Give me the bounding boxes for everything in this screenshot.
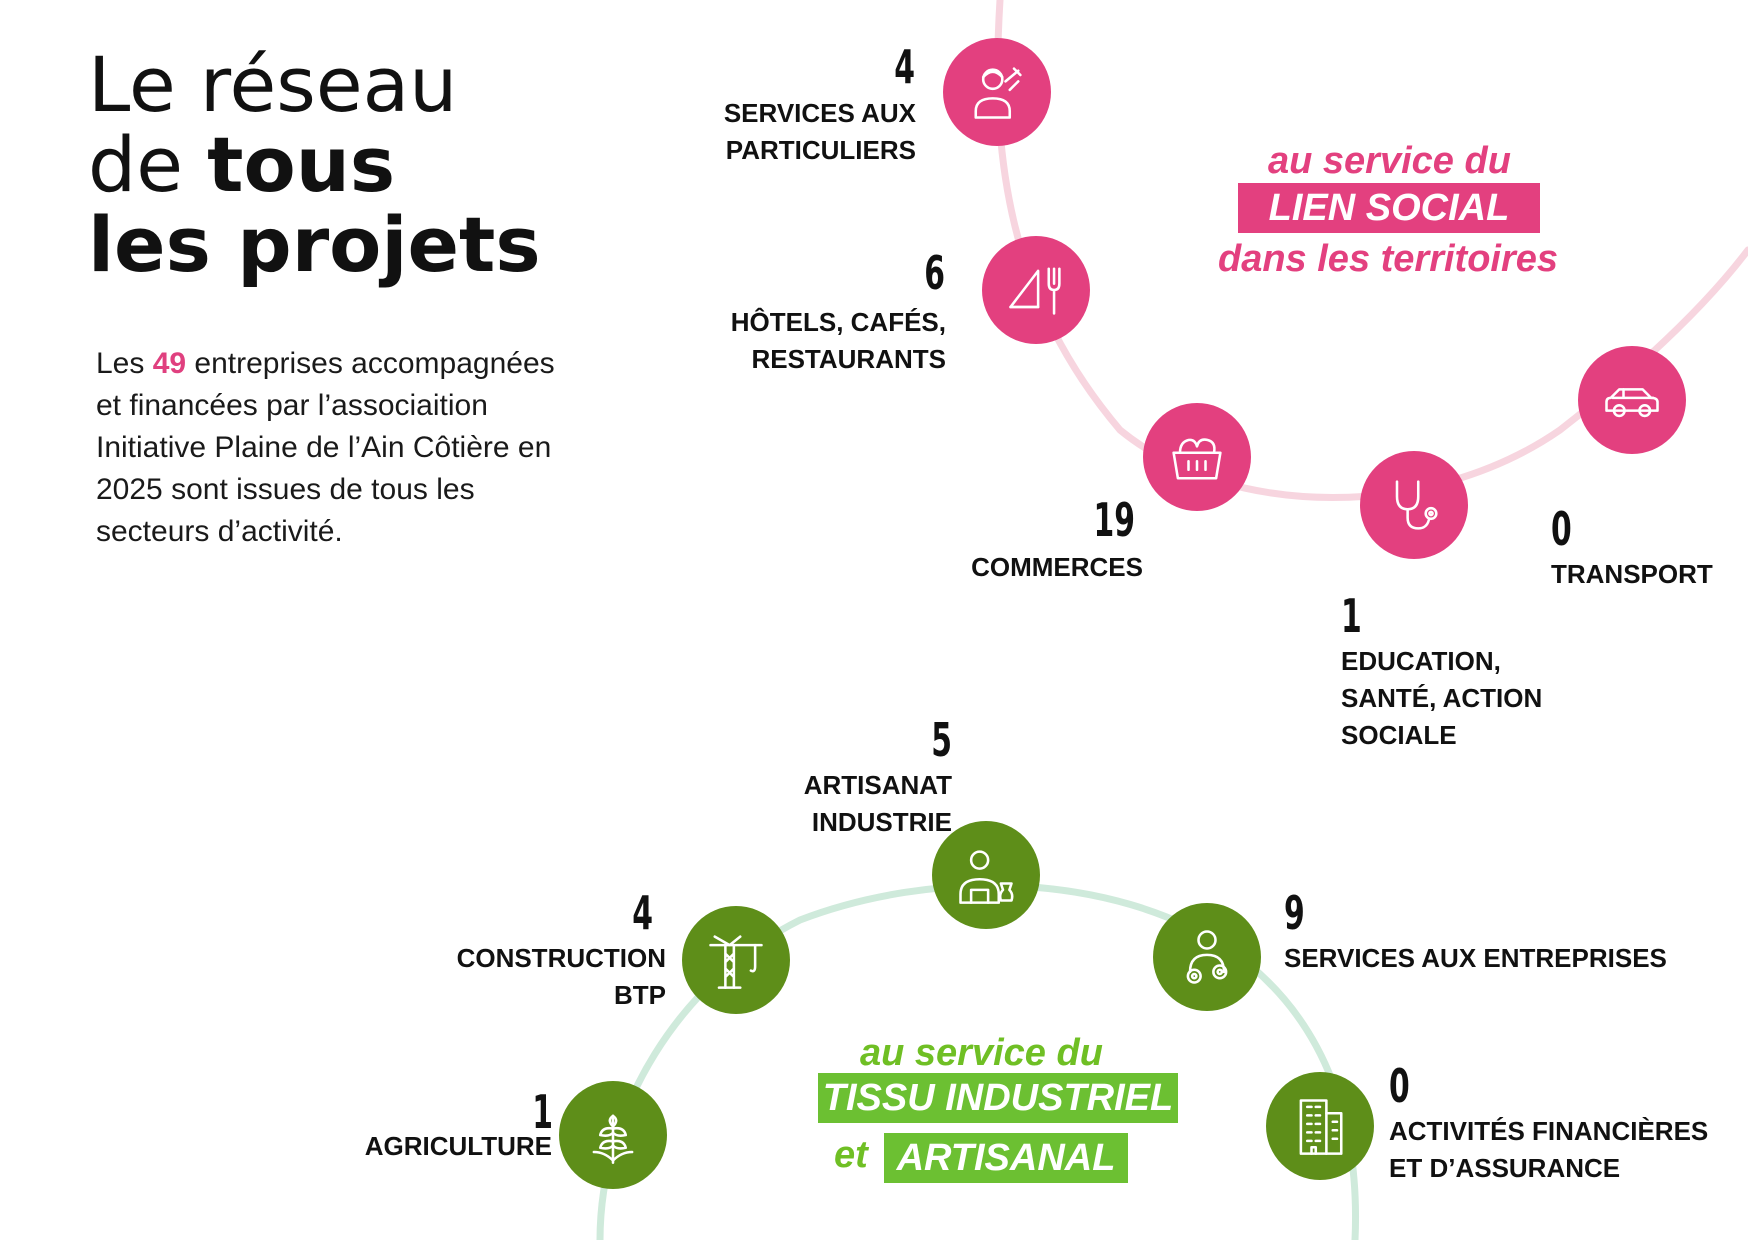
artisan-icon <box>959 850 1014 904</box>
industrial-tagline-line1: au service du <box>860 1032 1103 1074</box>
intro-rest: entreprises accompagnées et financées pa… <box>96 347 555 548</box>
label-line: COMMERCES <box>971 552 1143 582</box>
sector-transport-label: TRANSPORT <box>1551 556 1741 593</box>
label-line: BTP <box>614 980 666 1010</box>
sector-construction-value: 4 <box>632 886 653 940</box>
sector-artisanat-value: 5 <box>931 713 952 767</box>
sector-services-entreprises-circle <box>1153 903 1261 1011</box>
sector-education-sante-label: EDUCATION, SANTÉ, ACTION SOCIALE <box>1341 643 1601 754</box>
label-line: RESTAURANTS <box>751 344 946 374</box>
label-line: SERVICES AUX ENTREPRISES <box>1284 943 1667 973</box>
sector-hcr-label: HÔTELS, CAFÉS, RESTAURANTS <box>660 304 946 378</box>
sector-education-sante-value: 1 <box>1341 589 1362 643</box>
sector-artisanat-label: ARTISANAT INDUSTRIE <box>730 767 952 841</box>
label-line: AGRICULTURE <box>364 1131 552 1161</box>
title-line-1: Le réseau <box>88 40 458 129</box>
sector-artisanat-circle <box>932 821 1040 929</box>
label-line: HÔTELS, CAFÉS, <box>730 307 946 337</box>
industrial-tagline-et: et <box>834 1134 868 1176</box>
social-tagline-box: LIEN SOCIAL <box>1238 183 1540 233</box>
label-line: PARTICULIERS <box>725 135 916 165</box>
sector-hcr-value: 6 <box>924 246 945 300</box>
sector-commerces-label: COMMERCES <box>880 549 1143 586</box>
wheat-icon <box>592 1114 634 1164</box>
building-icon <box>1299 1099 1343 1155</box>
label-line: EDUCATION, <box>1341 646 1501 676</box>
label-line: INDUSTRIE <box>811 807 952 837</box>
sector-services-particuliers-value: 4 <box>894 40 915 94</box>
stethoscope-icon <box>1395 480 1438 530</box>
label-line: ARTISANAT <box>803 770 952 800</box>
intro-prefix: Les <box>96 347 153 380</box>
label-line: CONSTRUCTION <box>456 943 666 973</box>
crane-icon <box>709 935 763 989</box>
sector-agriculture-circle <box>559 1081 667 1189</box>
sector-transport-value: 0 <box>1551 502 1572 556</box>
label-line: ACTIVITÉS FINANCIÈRES <box>1389 1116 1709 1146</box>
title-line-2: de tous <box>88 125 541 205</box>
sector-agriculture-value: 1 <box>532 1085 553 1139</box>
sector-finance-label: ACTIVITÉS FINANCIÈRES ET D’ASSURANCE <box>1389 1113 1729 1187</box>
sector-finance-circle <box>1266 1072 1374 1180</box>
sector-finance-value: 0 <box>1389 1059 1410 1113</box>
sector-transport-circle <box>1578 346 1686 454</box>
social-tagline-line3: dans les territoires <box>1218 238 1559 280</box>
shopping-basket-icon <box>1172 438 1222 480</box>
label-line: SERVICES AUX <box>723 98 916 128</box>
title-line-3: les projets <box>88 200 541 289</box>
intro-text: Les 49 entreprises accompagnées et finan… <box>96 343 566 553</box>
sector-commerces-value: 19 <box>1093 493 1135 547</box>
intro-count: 49 <box>152 347 187 380</box>
sector-hcr-circle <box>982 236 1090 344</box>
industrial-tagline-box1: TISSU INDUSTRIEL <box>818 1073 1178 1123</box>
sector-construction-circle <box>682 906 790 1014</box>
sector-services-particuliers-label: SERVICES AUX PARTICULIERS <box>640 95 916 169</box>
social-tagline-line1: au service du <box>1268 140 1511 182</box>
sector-construction-label: CONSTRUCTION BTP <box>400 940 666 1014</box>
napkin-fork-icon <box>1009 267 1061 315</box>
industrial-tagline-box2: ARTISANAL <box>884 1133 1128 1183</box>
person-service-icon <box>974 67 1022 119</box>
label-line: SANTÉ, ACTION <box>1341 683 1543 713</box>
page-title: Le réseau de tous les projets <box>88 45 541 285</box>
sector-services-entreprises-value: 9 <box>1284 886 1305 940</box>
sector-agriculture-label: AGRICULTURE <box>300 1128 552 1165</box>
sector-services-particuliers-circle <box>943 38 1051 146</box>
label-line: ET D’ASSURANCE <box>1389 1153 1621 1183</box>
car-icon <box>1605 388 1659 418</box>
sector-education-sante-circle <box>1360 451 1468 559</box>
sector-commerces-circle <box>1143 403 1251 511</box>
title-line-2-prefix: de <box>88 120 208 209</box>
title-line-2-bold: tous <box>207 120 396 209</box>
label-line: TRANSPORT <box>1551 559 1713 589</box>
label-line: SOCIALE <box>1341 720 1457 750</box>
sector-services-entreprises-label: SERVICES AUX ENTREPRISES <box>1284 940 1704 977</box>
person-gears-icon <box>1186 930 1228 984</box>
